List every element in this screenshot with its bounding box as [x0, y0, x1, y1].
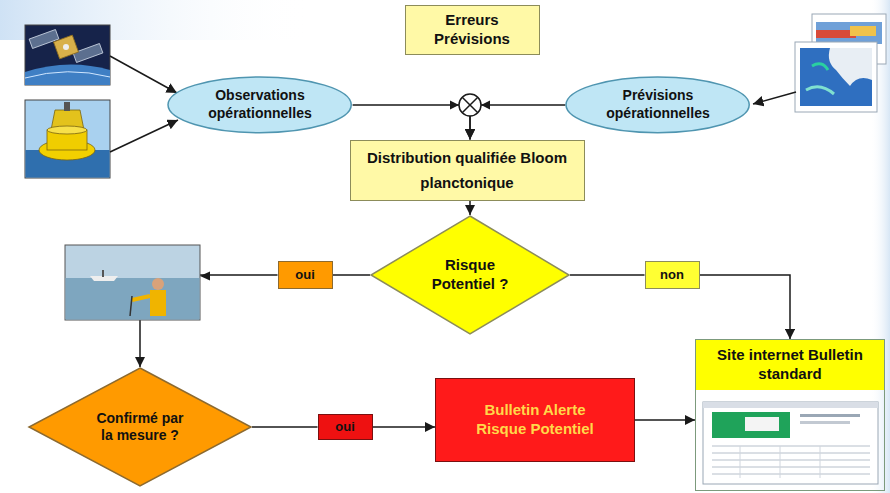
node-text: Erreurs Prévisions [425, 11, 520, 49]
forecast-map-picture [795, 14, 886, 112]
flow-connector [353, 105, 470, 140]
ellipse-shape [566, 77, 749, 133]
text-block: Site internet Bulletin standard [696, 340, 884, 390]
arrow-head [200, 272, 210, 281]
answer-box: oui [278, 261, 333, 289]
answer-box: non [645, 261, 700, 289]
ellipse-shape [168, 77, 351, 133]
node-text: Bulletin Alerte Risque Potentiel [463, 401, 608, 439]
text-block: Risque Potentiel ? [426, 256, 514, 294]
leader-arrow [110, 56, 177, 93]
text-block: Observations opérationnelles [199, 87, 321, 122]
decision-diamond: Confirmé par la mesure ? [28, 367, 252, 487]
website-screenshot [703, 402, 878, 484]
text-block: Erreurs Prévisions [425, 11, 520, 49]
label-box: Erreurs Prévisions [405, 5, 540, 55]
buoy-picture [25, 100, 110, 178]
text-block: Confirmé par la mesure ? [90, 410, 190, 445]
node-text: Risque Potentiel ? [426, 256, 514, 294]
flow-connector [140, 275, 278, 367]
flow-connector [635, 419, 695, 421]
node-text: Observations opérationnelles [199, 87, 321, 122]
decision-diamond: Risque Potentiel ? [370, 215, 570, 335]
node-text: Site internet Bulletin standard [704, 346, 876, 384]
satellite-picture [25, 25, 110, 85]
node-text: Distribution qualifiée Bloom planctoniqu… [367, 145, 567, 196]
answer-box: oui [318, 414, 373, 440]
field-sampling-photo [65, 245, 200, 320]
node-text: oui [335, 419, 355, 435]
node-text: Confirmé par la mesure ? [90, 410, 190, 445]
text-block: non [660, 267, 684, 283]
node-text: oui [295, 267, 315, 283]
input-ellipse: Observations opérationnelles [167, 76, 352, 134]
flow-connector [470, 105, 565, 140]
diamond-shape [371, 216, 569, 334]
text-block: Bulletin Alerte Risque Potentiel [463, 401, 608, 439]
flow-connector [252, 426, 318, 428]
process-box: Distribution qualifiée Bloom planctoniqu… [350, 140, 585, 201]
node-text: non [660, 267, 684, 283]
flow-connector [333, 274, 371, 276]
flow-connector [373, 426, 436, 428]
flow-connector [469, 201, 471, 216]
flow-connector [570, 274, 645, 276]
flow-connector [700, 275, 791, 339]
leader-arrow [753, 92, 796, 104]
alert-box: Bulletin Alerte Risque Potentiel [435, 378, 635, 462]
diamond-shape [29, 368, 251, 486]
text-block: Prévisions opérationnelles [597, 87, 719, 122]
node-text: Prévisions opérationnelles [597, 87, 719, 122]
merge-symbol [450, 94, 490, 116]
input-ellipse: Prévisions opérationnelles [565, 76, 750, 134]
text-block: oui [335, 419, 355, 435]
text-block: Distribution qualifiée Bloom planctoniqu… [367, 145, 567, 196]
text-block: oui [295, 267, 315, 283]
leader-arrow [110, 120, 178, 152]
output-panel: Site internet Bulletin standard [695, 339, 885, 491]
